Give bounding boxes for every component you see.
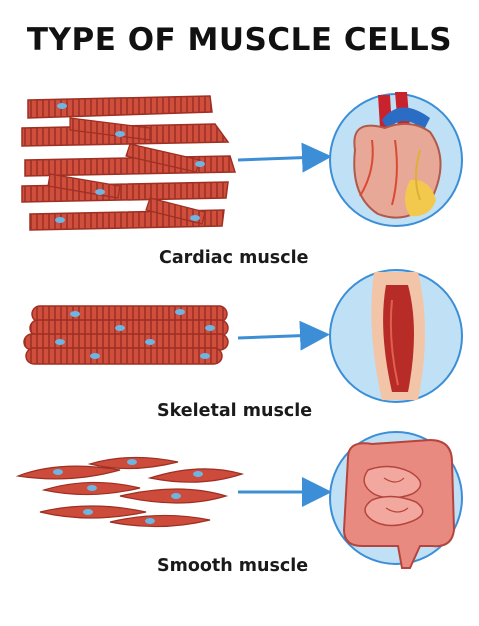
- heart-icon: [329, 92, 463, 227]
- arrow-cardiac: [237, 142, 332, 173]
- smooth-muscle-cells: [15, 456, 245, 528]
- page-title: TYPE OF MUSCLE CELLS: [26, 22, 453, 58]
- skeletal-muscle-label: Skeletal muscle: [157, 401, 313, 421]
- cardiac-muscle-cells: [21, 95, 237, 231]
- leg-muscle-icon: [329, 269, 463, 403]
- arrow-skeletal: [237, 320, 330, 351]
- cardiac-muscle-label: Cardiac muscle: [159, 248, 309, 268]
- smooth-muscle-label: Smooth muscle: [157, 556, 309, 576]
- skeletal-muscle-cells: [23, 305, 229, 365]
- intestine-icon: [329, 431, 463, 569]
